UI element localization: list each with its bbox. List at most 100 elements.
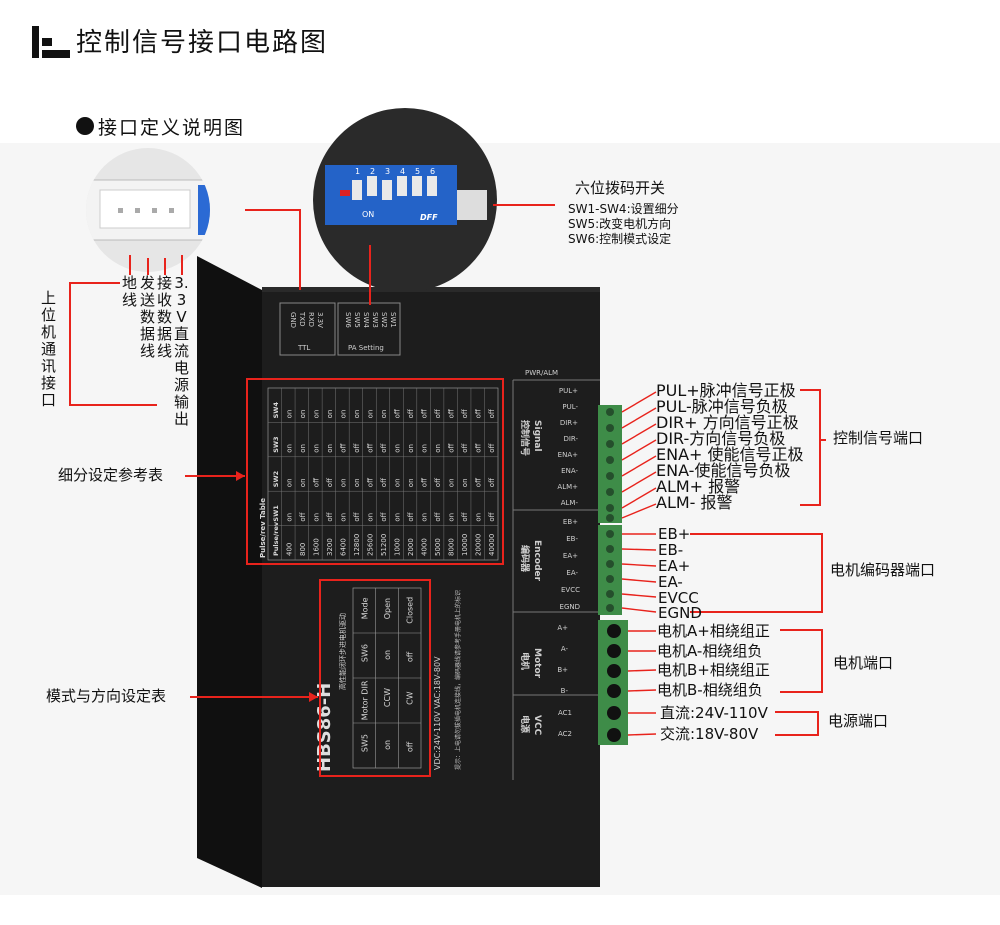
motor-label-2: 电机A-相绕组负 (657, 642, 763, 660)
microstep-cell: off (312, 478, 320, 487)
encoder-group-en: Encoder (532, 540, 542, 582)
dev-pin-dir-plus: DIR+ (560, 419, 578, 427)
microstep-cell: on (285, 513, 293, 522)
annotation-leader-line (621, 548, 657, 551)
encoder-port-label: 电机编码器端口 (830, 561, 936, 579)
microstep-cell: on (394, 478, 402, 487)
microstep-cell: on (421, 513, 429, 522)
ttl-connector-photo (86, 148, 210, 272)
power-label-1: 直流:24V-110V (660, 704, 768, 722)
signal-label-5: ENA+ 使能信号正极 (656, 445, 804, 464)
microstep-cell: on (353, 410, 361, 419)
microstep-cell: 8000 (448, 538, 456, 556)
annotation-leader-line (621, 607, 657, 613)
mode-header-cell: SW5 (360, 734, 369, 752)
microstep-cell: off (461, 444, 469, 453)
microstep-cell: on (312, 444, 320, 453)
encoder-label-4: EA- (658, 573, 683, 591)
dip-number-6: 6 (430, 167, 435, 176)
pa-pin-sw1: SW1 (389, 312, 397, 328)
microstep-cell: off (448, 409, 456, 418)
encoder-label-6: EGND (658, 604, 702, 622)
encoder-group-cn: 编码器 (519, 545, 531, 573)
dip-brand: DFF (420, 213, 438, 222)
microstep-cell: on (285, 444, 293, 453)
mode-cell: Closed (406, 597, 415, 624)
annotation-leader-line (621, 593, 657, 598)
microstep-cell: on (312, 410, 320, 419)
dev-pin-pul-plus: PUL+ (559, 387, 578, 395)
microstep-cell: on (380, 410, 388, 419)
annotation-leader-line (621, 563, 657, 567)
microstep-cell: on (394, 513, 402, 522)
microstep-header-cell: SW2 (272, 471, 280, 487)
microstep-table: Pulse/revSW1SW2SW3SW4400onononon800offon… (259, 387, 499, 561)
microstep-cell: off (448, 444, 456, 453)
microstep-cell: off (488, 409, 496, 418)
microstep-table-caption: Pulse/rev Table (259, 498, 267, 558)
microstep-cell: on (299, 410, 307, 419)
microstep-cell: on (448, 478, 456, 487)
microstep-cell: 25600 (366, 534, 374, 556)
ttl-col-gnd: 地线 (121, 274, 137, 309)
motor-label-1: 电机A+相绕组正 (657, 622, 770, 640)
microstep-cell: off (461, 409, 469, 418)
microstep-cell: on (475, 513, 483, 522)
microstep-cell: on (434, 444, 442, 453)
microstep-header-cell: SW3 (272, 436, 280, 452)
microstep-header-cell: SW4 (272, 402, 280, 419)
dev-pin-ac1: AC1 (558, 709, 572, 717)
signal-label-7: ALM+ 报警 (656, 477, 741, 496)
microstep-cell: 800 (299, 543, 307, 556)
signal-label-2: PUL-脉冲信号负极 (656, 397, 788, 416)
microstep-cell: 12800 (353, 534, 361, 556)
microstep-cell: on (326, 444, 334, 453)
dip-switch-line-2: SW5:改变电机方向 (568, 217, 672, 231)
motor-group-en: Motor (532, 648, 542, 679)
microstep-cell: on (339, 513, 347, 522)
microstep-cell: on (299, 444, 307, 453)
power-label-2: 交流:18V-80V (660, 725, 759, 743)
microstep-cell: off (326, 478, 334, 487)
motor-group-cn: 电机 (519, 652, 531, 670)
mode-cell: CW (406, 691, 415, 705)
microstep-cell: 1600 (312, 538, 320, 556)
microstep-cell: off (326, 512, 334, 521)
microstep-cell: 40000 (488, 534, 496, 556)
mode-cell: off (406, 741, 415, 752)
motor-label-4: 电机B-相绕组负 (657, 681, 763, 699)
microstep-cell: 2000 (407, 538, 415, 556)
dev-pin-egnd: EGND (560, 603, 580, 611)
pwr-alm-label: PWR/ALM (525, 369, 558, 377)
microstep-cell: 51200 (380, 534, 388, 556)
annotation-leader-line (627, 689, 657, 692)
microstep-cell: on (448, 513, 456, 522)
microstep-cell: on (366, 410, 374, 419)
dev-pin-b-minus: B- (561, 687, 569, 695)
ttl-col-33v: 3.3V直流电源输出 (173, 274, 189, 428)
annotation-leader-line (621, 471, 657, 493)
pa-pin-sw4: SW4 (362, 312, 370, 328)
dev-pin-ea-plus: EA+ (563, 552, 578, 560)
microstep-header-cell: SW1 (272, 505, 280, 522)
ttl-pin-txd: TXD (298, 311, 306, 326)
ttl-pin-rxd: RXD (307, 312, 315, 327)
encoder-label-5: EVCC (658, 589, 699, 607)
microstep-cell: 400 (285, 543, 293, 556)
dip-number-4: 4 (400, 167, 405, 176)
microstep-cell: off (353, 512, 361, 521)
motor-port-label: 电机端口 (833, 654, 894, 672)
mode-cell: Open (383, 598, 392, 619)
motor-label-3: 电机B+相绕组正 (657, 661, 770, 679)
mode-cell: on (383, 740, 392, 750)
pa-setting-label: PA Setting (348, 344, 384, 352)
microstep-cell: off (394, 409, 402, 418)
ttl-col-txd: 发送数据线 (139, 274, 155, 360)
power-group-en: VCC (532, 715, 542, 736)
encoder-label-1: EB+ (658, 525, 691, 543)
microstep-cell: off (380, 478, 388, 487)
microstep-cell: off (421, 409, 429, 418)
signal-group-cn: 控制信号 (519, 420, 531, 456)
microstep-cell: on (394, 444, 402, 453)
